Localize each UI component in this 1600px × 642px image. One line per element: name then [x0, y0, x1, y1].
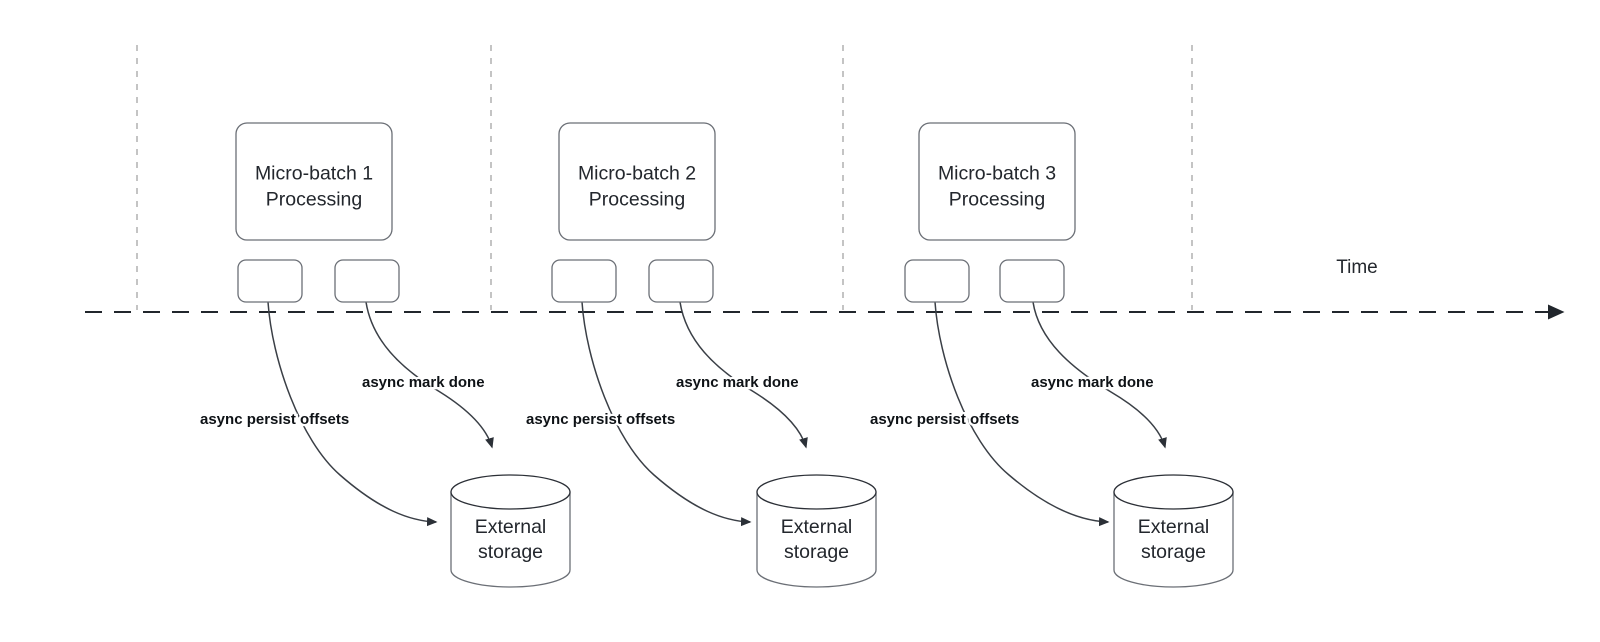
batch-1-processing-box[interactable]	[235, 122, 393, 241]
batch-1-storage-label-line2: storage	[478, 541, 543, 563]
batch-1-storage-top[interactable]	[450, 474, 571, 510]
async-mark-done-edge	[365, 301, 494, 449]
batch-2-storage-top[interactable]	[756, 474, 877, 510]
batch-2-title-line2: Processing	[589, 189, 685, 211]
async-persist-offsets-edge-label: async persist offsets	[870, 411, 1019, 428]
batch-1-storage-body	[450, 491, 571, 588]
async-persist-offsets-edge	[934, 301, 1110, 527]
batch-2-storage-label-line1: External	[781, 516, 853, 538]
batch-3-title-line2: Processing	[949, 189, 1045, 211]
batch-1-title-line1: Micro-batch 1	[255, 163, 373, 185]
batch-2-storage-label-line2: storage	[784, 541, 849, 563]
batch-1-title-line2: Processing	[266, 189, 362, 211]
batch-2-storage-body	[756, 491, 877, 588]
batch-3-task-box-b[interactable]	[999, 259, 1065, 303]
batch-1-storage-label-line1: External	[475, 516, 547, 538]
async-mark-done-edge-label: async mark done	[362, 374, 485, 391]
async-mark-done-edge-label: async mark done	[1031, 374, 1154, 391]
batch-3-storage-top[interactable]	[1113, 474, 1234, 510]
batch-2-title-line1: Micro-batch 2	[578, 163, 696, 185]
batch-1-task-box-b[interactable]	[334, 259, 400, 303]
batch-3-processing-box[interactable]	[918, 122, 1076, 241]
batch-1-task-box-a[interactable]	[237, 259, 303, 303]
async-persist-offsets-edge-label: async persist offsets	[526, 411, 675, 428]
batch-3-task-box-a[interactable]	[904, 259, 970, 303]
batch-3-title-line1: Micro-batch 3	[938, 163, 1056, 185]
async-persist-offsets-edge-label: async persist offsets	[200, 411, 349, 428]
edge-labels: async persist offsets async mark done asyn…	[198, 372, 1156, 431]
async-mark-done-edge	[679, 301, 808, 449]
batch-boundary-guides	[136, 45, 1193, 310]
async-mark-done-edge-label: async mark done	[676, 374, 799, 391]
batch-2-task-box-a[interactable]	[551, 259, 617, 303]
batch-2-task-box-b[interactable]	[648, 259, 714, 303]
batch-3-storage-body	[1113, 491, 1234, 588]
batch-3-storage-label-line2: storage	[1141, 541, 1206, 563]
time-axis-label: Time	[1336, 257, 1378, 278]
async-persist-offsets-edge	[581, 301, 752, 527]
timeline-axis: Time	[85, 257, 1565, 320]
async-persist-offsets-edge	[267, 301, 438, 527]
async-mark-done-edge	[1032, 301, 1167, 449]
batch-3-storage-label-line1: External	[1138, 516, 1210, 538]
batch-2-processing-box[interactable]	[558, 122, 716, 241]
flow-edges	[267, 301, 1167, 527]
